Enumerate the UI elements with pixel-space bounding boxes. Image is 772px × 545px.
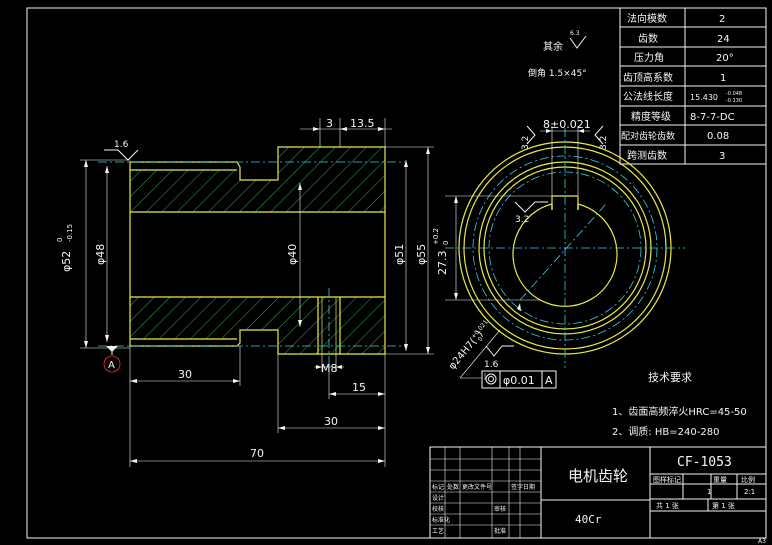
tb-checker: 校核 [432,505,444,513]
tech-item-2: 2、调质: HB=240-280 [612,426,719,438]
param-value: 0.08 [707,131,729,142]
surface-note: 其余 6.3 倒角 1.5×45° [528,30,587,79]
roughness-1-6b: 1.6 [484,360,499,370]
param-label: 法向模数 [627,12,667,25]
param-value-upper: -0.048 [726,91,742,97]
fcf-tolerance: φ0.01 [503,374,535,387]
dim-h15: 15 [352,381,366,394]
dim-w3: 3 [326,117,333,130]
section-view: φ52 0 -0.15 φ48 φ40 φ51 φ55 1.6 3 13.5 A… [56,117,434,467]
param-value: 15.430 [690,93,718,102]
tb-rev-date: 日期 [523,483,535,491]
hatch-upper [130,147,385,212]
param-value: 2 [719,14,725,25]
tb-rev-mark: 标记 [432,483,444,491]
tb-weight: 重量 [713,476,727,484]
tb-designer: 设计 [432,494,444,502]
tb-std: 标准化 [432,516,450,524]
hatch-lower [130,297,385,354]
feature-control-frame: φ0.01 A [481,370,557,389]
dim-m8: M8 [321,362,338,375]
dim-h70: 70 [250,447,264,460]
tb-scale-value: 2:1 [744,488,755,496]
dim-key-width: 8±0.021 [543,118,591,131]
roughness-symbol-icon [569,35,587,49]
roughness-1-6: 1.6 [114,140,129,150]
roughness-3-2a: 3.2 [521,136,531,150]
title-block: 标记 处数 更改文件号 签字 日期 设计 校核 标准化 工艺 审核 批准 电机齿… [429,446,767,539]
param-value: 1 [720,73,726,84]
tb-rev-sign: 签字 [511,483,523,491]
fcf-datum: A [545,374,553,387]
param-label: 精度等级 [631,110,671,123]
dim-d52-upper: 0 [56,238,64,242]
tb-drawing-no: CF-1053 [677,455,732,470]
dim-h30a: 30 [178,368,192,381]
dim-d52: φ52 [60,251,73,272]
param-value: 8-7-7-DC [690,112,735,123]
roughness-3-2c: 3.2 [515,215,529,225]
tb-part-name: 电机齿轮 [568,467,628,485]
tb-material: 40Cr [575,513,602,526]
tech-title: 技术要求 [648,371,692,384]
note-chamfer: 倒角 1.5×45° [528,67,587,79]
dim-d52-lower: -0.15 [66,224,74,242]
tb-sheets-total: 共 1 张 [656,501,679,510]
param-label: 齿顶高系数 [623,71,673,84]
dim-keydepth: 27.3 [436,251,449,276]
tb-reviewer: 审核 [494,505,506,513]
datum-a-bubble [103,355,121,373]
roughness-3-2b: 3.2 [599,136,609,150]
note-rest: 其余 [543,40,563,53]
dim-d51: φ51 [393,244,406,265]
param-value: 24 [717,34,730,45]
tb-stage-mark: 图样标记 [653,475,681,484]
tb-approver: 批准 [494,527,506,535]
datum-a-label: A [108,360,115,371]
param-label: 公法线长度 [623,90,673,103]
param-label: 齿数 [638,32,658,45]
tb-process: 工艺 [432,527,444,535]
dim-keydepth-lower: 0 [442,241,450,245]
note-rest-roughness: 6.3 [570,30,580,37]
concentricity-icon [485,373,497,385]
dim-keydepth-upper: +0.2 [432,228,440,245]
tb-rev-count: 处数 [447,483,459,491]
dim-d55: φ55 [415,244,428,265]
param-label: 压力角 [634,51,664,64]
tb-sheet-no: 第 1 张 [712,501,735,510]
dim-h30b: 30 [324,415,338,428]
tb-qty: 1 [707,488,711,496]
param-label: 跨测齿数 [627,149,667,162]
param-value-lower: -0.130 [726,98,742,104]
param-value: 20° [716,53,734,64]
drawing-border [26,7,767,539]
end-view: 8±0.021 3.2 3.2 3.2 27.3 +0.2 0 φ24H7(+0… [432,118,685,389]
tech-requirements: 技术要求 1、齿面高频淬火HRC=45-50 2、调质: HB=240-280 [612,371,747,438]
tb-rev-doc: 更改文件号 [462,483,492,491]
param-label: 配对齿轮齿数 [621,130,675,142]
dim-d48: φ48 [94,244,107,265]
dim-w13-5: 13.5 [350,117,375,130]
dim-d40: φ40 [286,244,299,265]
tech-item-1: 1、齿面高频淬火HRC=45-50 [612,405,747,418]
tb-scale: 比例 [741,475,755,484]
sheet-size: A3 [758,538,766,545]
param-value: 3 [719,151,725,162]
gear-parameter-table: 法向模数 2 齿数 24 压力角 20° 齿顶高系数 1 公法线长度 15.43… [619,7,767,165]
